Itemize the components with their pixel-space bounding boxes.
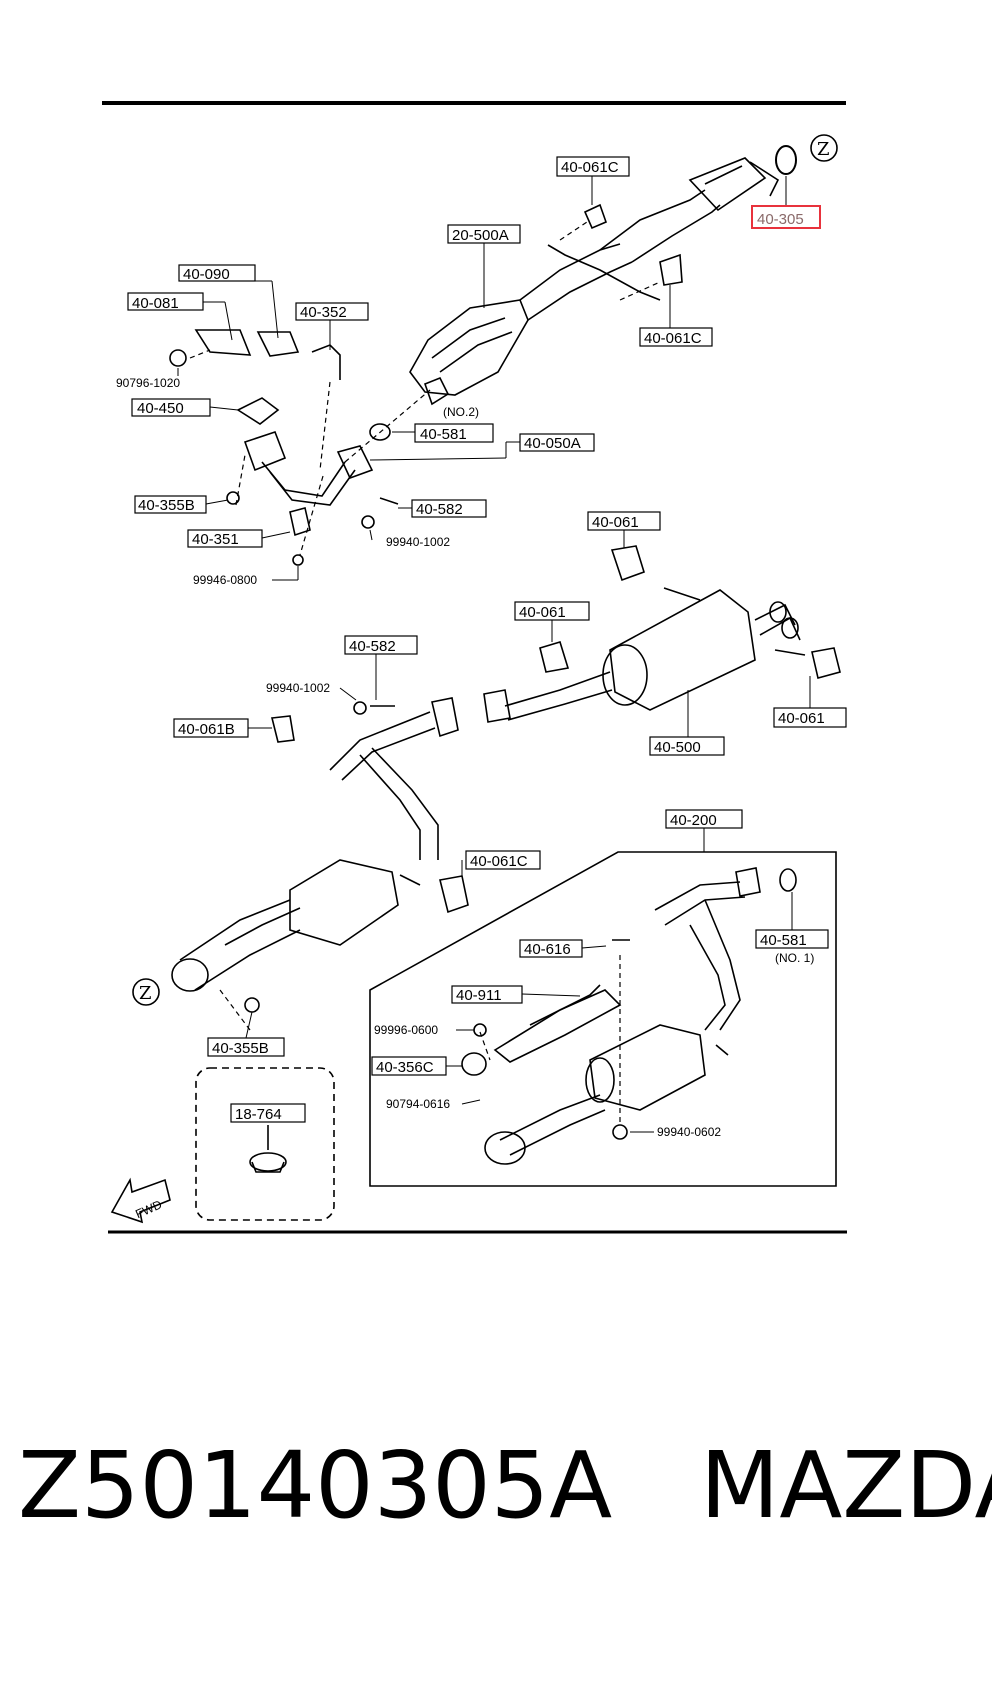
callout-40-061c-a: 40-061C: [561, 159, 619, 176]
callout-40-351: 40-351: [192, 531, 239, 548]
callout-40-200: 40-200: [670, 812, 717, 829]
callout-no2: (NO.2): [443, 405, 479, 419]
callout-99940-1002-b: 99940-1002: [266, 681, 330, 695]
catalytic-converter-assembly: [409, 145, 797, 406]
callout-40-061c-c: 40-061C: [470, 853, 528, 870]
fwd-arrow-icon: [110, 1177, 171, 1224]
z-marker-top-icon: [810, 134, 838, 162]
callout-40-061-a: 40-061: [592, 514, 639, 531]
grommet-dashed-box: [195, 1067, 335, 1221]
callout-40-090: 40-090: [183, 266, 230, 283]
front-pipe-40-050a: [236, 397, 391, 506]
callout-40-581-a: 40-581: [420, 426, 467, 443]
callout-99940-1002-a: 99940-1002: [386, 535, 450, 549]
callout-40-355b-b: 40-355B: [212, 1040, 269, 1057]
bracket-hardware: [169, 329, 399, 566]
callout-40-081: 40-081: [132, 295, 179, 312]
callout-18-764: 18-764: [235, 1106, 282, 1123]
z-marker-top-label: Z: [817, 139, 830, 160]
callout-40-356c: 40-356C: [376, 1059, 434, 1076]
callout-40-061c-b: 40-061C: [644, 330, 702, 347]
callout-40-305-highlighted: 40-305: [757, 211, 804, 228]
middle-pipe: [271, 701, 439, 860]
callout-99940-0602: 99940-0602: [657, 1125, 721, 1139]
gasket-40-305-icon: [775, 145, 797, 175]
callout-20-500a: 20-500A: [452, 227, 509, 244]
callout-40-352: 40-352: [300, 304, 347, 321]
callout-99946-0800: 99946-0800: [193, 573, 257, 587]
callout-40-450: 40-450: [137, 400, 184, 417]
callout-40-616: 40-616: [524, 941, 571, 958]
z-marker-bottom-label: Z: [139, 983, 152, 1004]
z-marker-bottom-icon: [132, 978, 160, 1006]
pre-muffler: [171, 859, 469, 1013]
callout-texts: 40-061C 40-305 20-500A 40-090 40-081 40-…: [116, 139, 830, 1221]
callout-40-061-c: 40-061: [778, 710, 825, 727]
callout-40-061-b: 40-061: [519, 604, 566, 621]
callout-40-355b-a: 40-355B: [138, 497, 195, 514]
callout-40-582-b: 40-582: [349, 638, 396, 655]
callout-99996-0600: 99996-0600: [374, 1023, 438, 1037]
callout-40-061b: 40-061B: [178, 721, 235, 738]
leader-lines: [177, 176, 811, 1133]
part-number: Z50140305A: [18, 1432, 613, 1539]
callout-40-500: 40-500: [654, 739, 701, 756]
brand-name: MAZDA: [699, 1432, 992, 1539]
callout-40-581-b: 40-581: [760, 932, 807, 949]
callout-40-911: 40-911: [456, 987, 502, 1004]
callout-labels: [127, 156, 847, 1123]
callout-no1: (NO. 1): [775, 951, 814, 965]
callout-90794-0616: 90794-0616: [386, 1097, 450, 1111]
fwd-label: FWD: [133, 1197, 164, 1221]
part-caption: Z50140305A MAZDA: [18, 1440, 992, 1532]
main-muffler-40-500: [431, 545, 841, 738]
highlighted-part-box: [751, 205, 821, 229]
callout-40-050a: 40-050A: [524, 435, 581, 452]
callout-40-582-a: 40-582: [416, 501, 463, 518]
rear-assembly-box: [369, 851, 837, 1187]
rear-muffler-assembly: [461, 867, 797, 1165]
dashed-leaders: [189, 219, 661, 1125]
callout-90796-1020: 90796-1020: [116, 376, 180, 390]
